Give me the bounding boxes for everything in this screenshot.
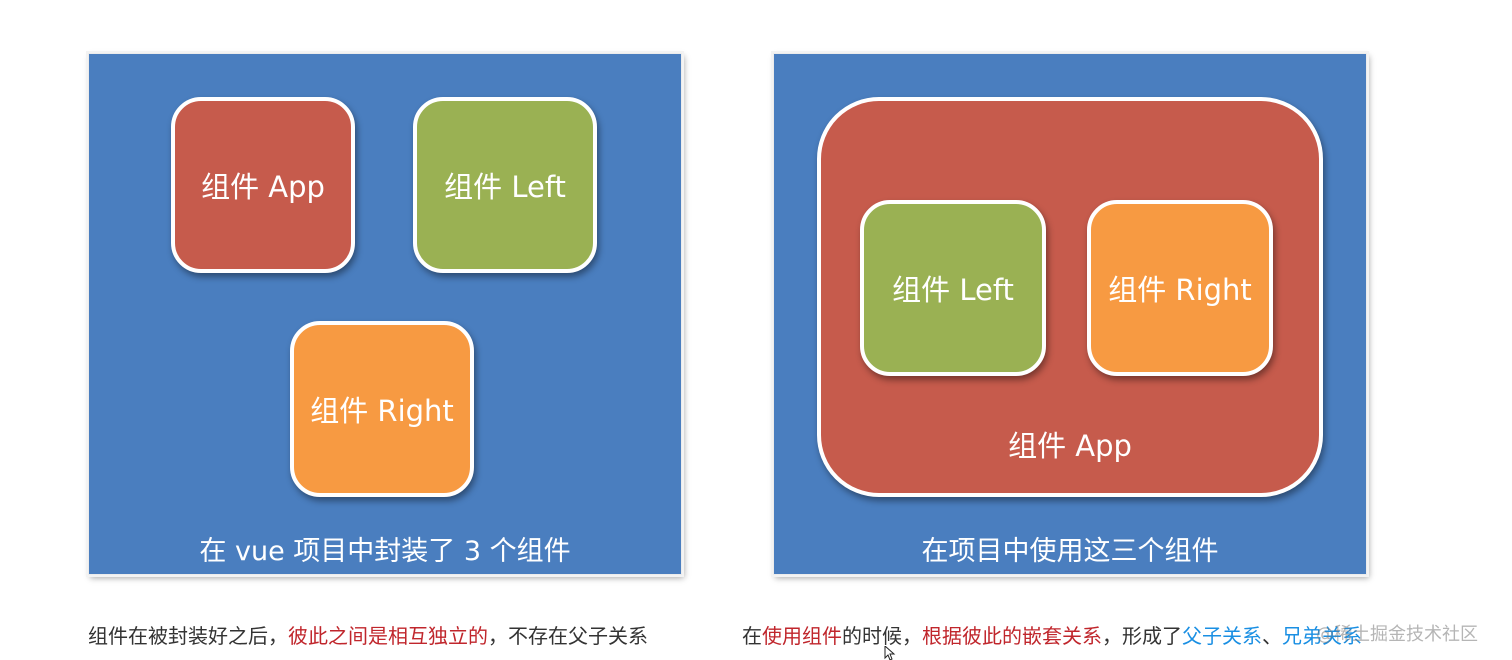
- component-right-label: 组件 Right: [310, 394, 454, 428]
- right-note-text-4: 、: [1262, 624, 1282, 648]
- component-app-label: 组件 App: [201, 170, 325, 204]
- left-panel: 组件 App 组件 Left 组件 Right 在 vue 项目中封装了 3 个…: [88, 53, 682, 575]
- right-note-text-3: ，形成了: [1102, 624, 1182, 648]
- nested-component-left-box: 组件 Left: [860, 200, 1046, 376]
- component-left-box: 组件 Left: [413, 97, 597, 273]
- component-app-box: 组件 App: [171, 97, 355, 273]
- right-note-highlight-1: 使用组件: [762, 624, 842, 648]
- right-note-text-1: 在: [742, 624, 762, 648]
- right-note-highlight-4: 兄弟关系: [1282, 624, 1362, 648]
- component-left-label: 组件 Left: [444, 170, 566, 204]
- component-app-container-label: 组件 App: [1008, 429, 1132, 463]
- mouse-cursor-icon: [884, 646, 896, 660]
- watermark: @稀土掘金技术社区: [1316, 624, 1478, 645]
- right-panel-caption: 在项目中使用这三个组件: [921, 536, 1219, 567]
- nested-component-left-label: 组件 Left: [892, 273, 1014, 307]
- right-note-highlight-2: 根据彼此的嵌套关系: [922, 624, 1102, 648]
- left-note: 组件在被封装好之后，彼此之间是相互独立的，不存在父子关系: [88, 620, 648, 649]
- nested-component-right-box: 组件 Right: [1087, 200, 1273, 376]
- left-panel-caption: 在 vue 项目中封装了 3 个组件: [199, 536, 571, 567]
- right-note-text-2: 的时候，: [842, 624, 922, 648]
- right-panel: 组件 App 组件 Left 组件 Right 在项目中使用这三个组件: [773, 53, 1367, 575]
- component-right-box: 组件 Right: [290, 321, 474, 497]
- left-note-text-1: 组件在被封装好之后，: [88, 624, 288, 648]
- left-note-highlight: 彼此之间是相互独立的: [288, 624, 488, 648]
- left-note-text-2: ，不存在父子关系: [488, 624, 648, 648]
- right-note-highlight-3: 父子关系: [1182, 624, 1262, 648]
- nested-component-right-label: 组件 Right: [1108, 273, 1252, 307]
- right-note: 在使用组件的时候，根据彼此的嵌套关系，形成了父子关系、兄弟关系: [742, 620, 1362, 649]
